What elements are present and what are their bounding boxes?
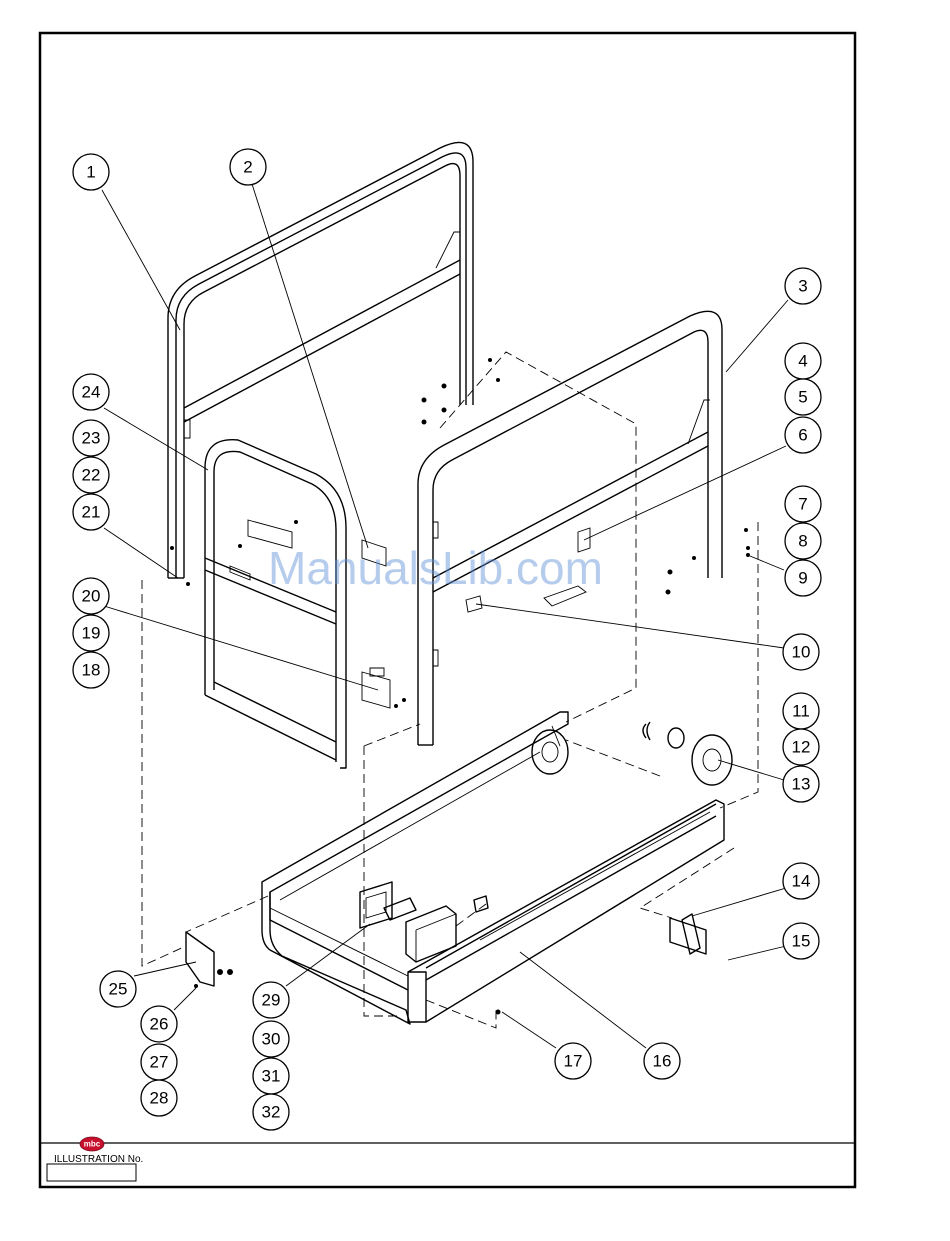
callout-16-label: 16 xyxy=(653,1052,672,1071)
callout-5-label: 5 xyxy=(798,388,807,407)
callout-9-label: 9 xyxy=(798,569,807,588)
callout-2-label: 2 xyxy=(243,158,252,177)
callout-20-label: 20 xyxy=(82,587,101,606)
callout-10: 10 xyxy=(783,634,819,670)
callout-21: 21 xyxy=(73,494,109,530)
callout-18: 18 xyxy=(73,652,109,688)
callout-19-label: 19 xyxy=(82,624,101,643)
base-tray xyxy=(262,712,724,1024)
callout-20: 20 xyxy=(73,578,109,614)
front-gate-frame xyxy=(205,440,390,768)
callout-10-label: 10 xyxy=(792,643,811,662)
callout-21-label: 21 xyxy=(82,503,101,522)
watermark: ManualsLib.com xyxy=(268,542,603,594)
callout-8: 8 xyxy=(785,523,821,559)
callout-14: 14 xyxy=(783,863,819,899)
callout-5: 5 xyxy=(785,379,821,415)
callout-7: 7 xyxy=(785,486,821,522)
callout-17-label: 17 xyxy=(564,1052,583,1071)
callout-16: 16 xyxy=(644,1043,680,1079)
illustration-number-label: ILLUSTRATION No. xyxy=(54,1154,143,1165)
assembly-lines xyxy=(142,352,758,1028)
callout-23-label: 23 xyxy=(82,429,101,448)
callout-1-label: 1 xyxy=(86,163,95,182)
callout-18-label: 18 xyxy=(82,661,101,680)
callout-26-label: 26 xyxy=(150,1015,169,1034)
callout-22: 22 xyxy=(73,457,109,493)
callout-29-label: 29 xyxy=(262,991,281,1010)
callout-32: 32 xyxy=(253,1094,289,1130)
callout-29: 29 xyxy=(253,982,289,1018)
callout-27-label: 27 xyxy=(150,1053,169,1072)
callout-9: 9 xyxy=(785,560,821,596)
callout-6-label: 6 xyxy=(798,426,807,445)
callout-3: 3 xyxy=(785,268,821,304)
callout-12-label: 12 xyxy=(792,738,811,757)
callout-32-label: 32 xyxy=(262,1103,281,1122)
callout-22-label: 22 xyxy=(82,466,101,485)
callout-30: 30 xyxy=(253,1021,289,1057)
callout-26: 26 xyxy=(141,1006,177,1042)
callout-4: 4 xyxy=(785,343,821,379)
right-handle-frame xyxy=(418,311,722,745)
callout-7-label: 7 xyxy=(798,495,807,514)
callout-27: 27 xyxy=(141,1044,177,1080)
illustration-number-box xyxy=(47,1164,136,1181)
callout-12: 12 xyxy=(783,729,819,765)
callout-19: 19 xyxy=(73,615,109,651)
callout-31-label: 31 xyxy=(262,1067,281,1086)
callout-24: 24 xyxy=(73,374,109,410)
callout-13-label: 13 xyxy=(792,775,811,794)
callout-2: 2 xyxy=(230,149,266,185)
callout-1: 1 xyxy=(73,154,109,190)
callout-14-label: 14 xyxy=(792,872,811,891)
callout-11-label: 11 xyxy=(792,702,810,721)
callout-25-label: 25 xyxy=(109,980,128,999)
callout-30-label: 30 xyxy=(262,1030,281,1049)
callout-23: 23 xyxy=(73,420,109,456)
callout-17: 17 xyxy=(555,1043,591,1079)
callout-31: 31 xyxy=(253,1058,289,1094)
callout-8-label: 8 xyxy=(798,532,807,551)
callout-28: 28 xyxy=(141,1080,177,1116)
callout-13: 13 xyxy=(783,766,819,802)
callout-25: 25 xyxy=(100,971,136,1007)
callouts: 1 2 3 4 5 6 7 8 9 10 11 12 13 14 15 16 1… xyxy=(73,149,821,1130)
callout-3-label: 3 xyxy=(798,277,807,296)
callout-6: 6 xyxy=(785,417,821,453)
callout-28-label: 28 xyxy=(150,1089,169,1108)
wheel-assemblies xyxy=(532,722,732,785)
callout-15-label: 15 xyxy=(792,932,811,951)
company-logo-text: mbc xyxy=(84,1140,101,1149)
callout-4-label: 4 xyxy=(798,352,807,371)
callout-24-label: 24 xyxy=(82,383,101,402)
callout-11: 11 xyxy=(783,693,819,729)
callout-15: 15 xyxy=(783,923,819,959)
